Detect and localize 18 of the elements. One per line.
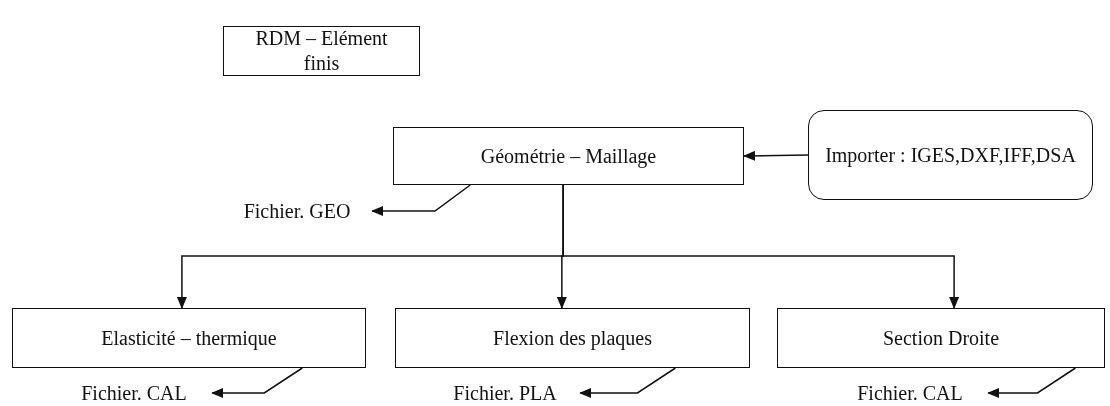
rounded-box [808, 110, 1093, 200]
arrow [579, 367, 677, 398]
arrow [562, 184, 960, 309]
arrow [743, 150, 809, 161]
box-label: Géométrie – Maillage [480, 143, 657, 169]
process-box [12, 308, 366, 368]
arrow [371, 184, 471, 216]
process-box [223, 26, 420, 76]
box-label: Section Droite [882, 325, 1000, 351]
arrow [211, 367, 304, 398]
box-label: Elasticité – thermique [101, 325, 277, 351]
box-label: Importer : IGES,DXF,IFF,DSA [825, 142, 1076, 168]
process-box [393, 127, 744, 185]
box-label: Flexion des plaques [493, 325, 652, 351]
process-box [777, 308, 1105, 368]
process-box [395, 308, 750, 368]
arrow [987, 367, 1077, 398]
box-label: RDM – Elément finis [254, 26, 389, 76]
